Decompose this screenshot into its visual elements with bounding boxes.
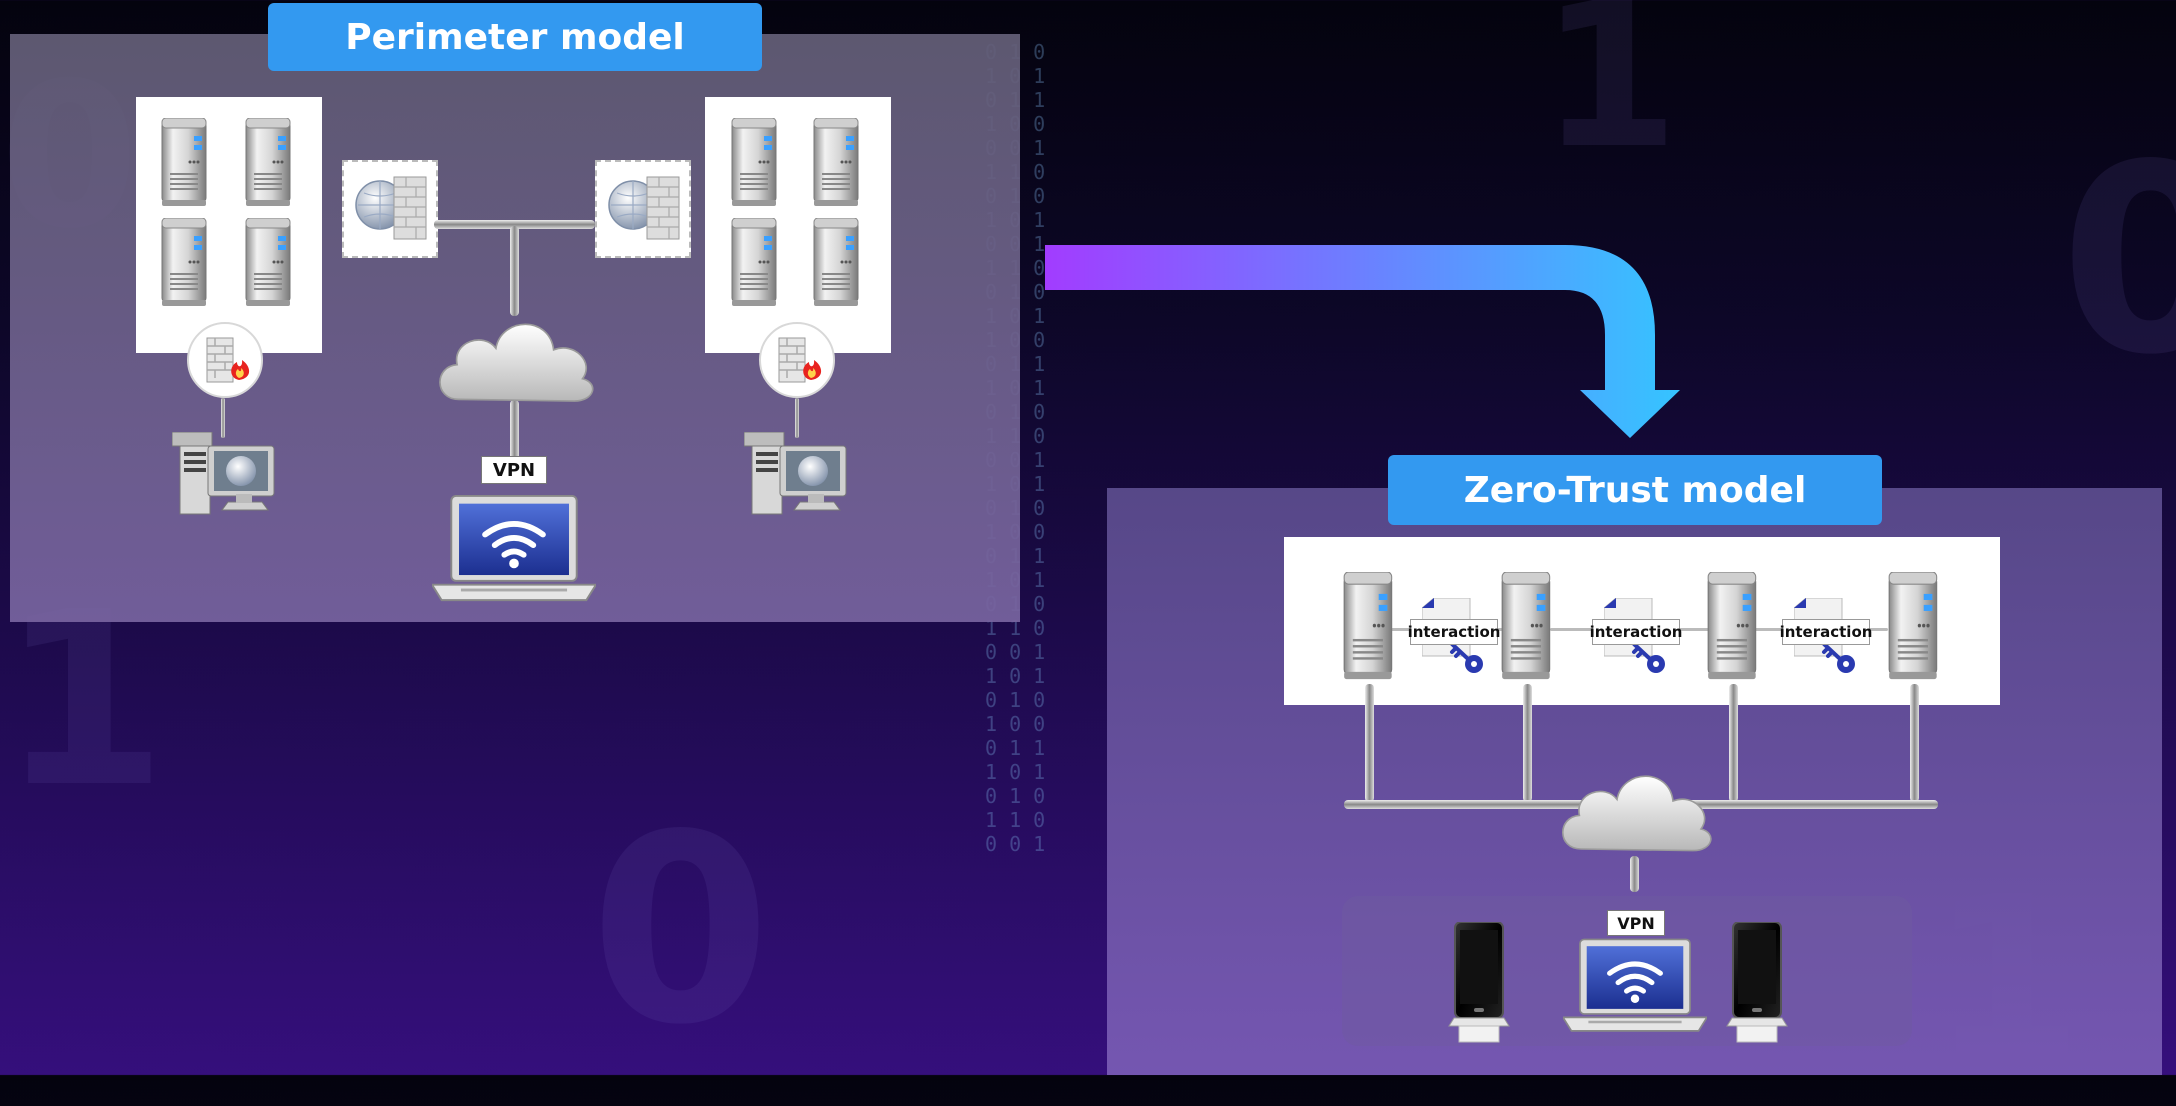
network-pipe	[434, 220, 595, 229]
background-digit: 0	[590, 780, 771, 1082]
cloud-icon	[1561, 775, 1712, 852]
interaction-label: interaction	[1780, 619, 1872, 645]
connector-line	[221, 398, 225, 438]
interaction-label: interaction	[1408, 619, 1500, 645]
network-pipe	[1630, 856, 1639, 892]
perimeter-model-title: Perimeter model	[268, 3, 762, 71]
desktop-computer-icon	[744, 432, 847, 515]
network-pipe	[510, 226, 519, 316]
server-icon	[245, 118, 291, 207]
server-icon	[813, 218, 859, 307]
server-icon	[245, 218, 291, 307]
laptop-wifi-icon	[1563, 938, 1707, 1034]
background-digit: 1	[1540, 0, 1680, 193]
globe-firewall-icon	[608, 176, 680, 240]
server-icon	[1707, 572, 1757, 680]
server-icon	[1888, 572, 1938, 680]
network-pipe	[1729, 684, 1738, 802]
smartphone-icon	[1726, 922, 1788, 1043]
network-pipe	[510, 400, 519, 460]
zero-trust-model-title: Zero-Trust model	[1388, 455, 1882, 525]
network-pipe	[1365, 684, 1374, 802]
desktop-computer-icon	[172, 432, 275, 515]
server-icon	[161, 118, 207, 207]
vpn-label: VPN	[1607, 910, 1665, 936]
firewall-flame-icon	[759, 322, 835, 398]
background-digit: 0	[2060, 110, 2176, 412]
cloud-icon	[439, 323, 594, 402]
server-icon	[1343, 572, 1393, 680]
server-icon	[1501, 572, 1551, 680]
firewall-flame-icon	[187, 322, 263, 398]
vpn-label: VPN	[481, 456, 547, 484]
transition-arrow	[1045, 245, 1680, 438]
network-pipe	[1910, 684, 1919, 802]
server-icon	[731, 118, 777, 207]
laptop-wifi-icon	[432, 495, 596, 603]
connector-line	[795, 398, 799, 438]
interaction-label: interaction	[1590, 619, 1682, 645]
smartphone-icon	[1448, 922, 1510, 1043]
network-pipe	[1523, 684, 1532, 802]
server-icon	[161, 218, 207, 307]
globe-firewall-icon	[355, 176, 427, 240]
server-icon	[731, 218, 777, 307]
server-icon	[813, 118, 859, 207]
